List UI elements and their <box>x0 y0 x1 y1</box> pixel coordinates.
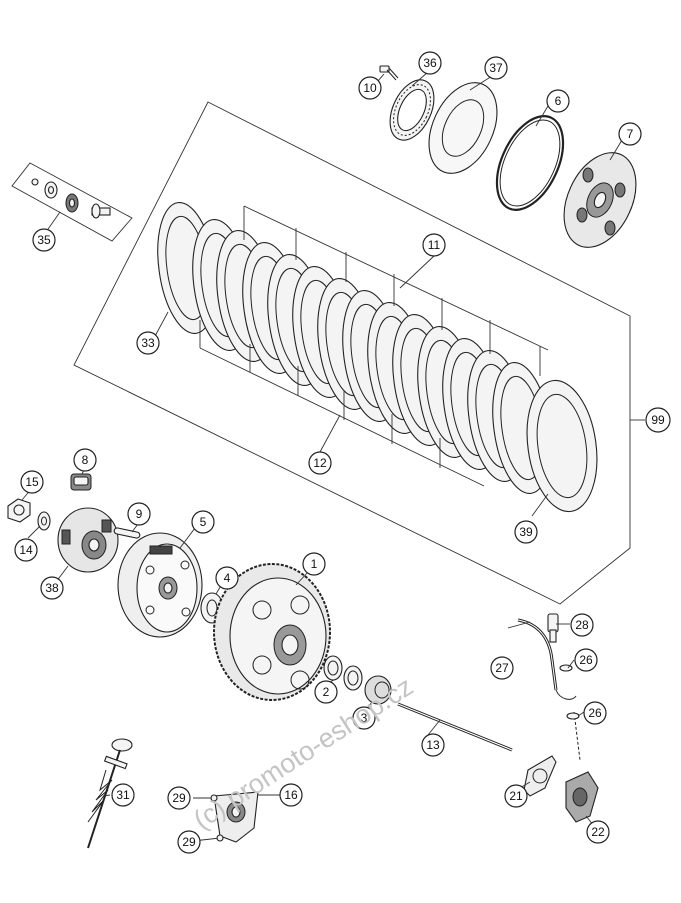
callout-4: 4 <box>215 566 239 590</box>
svg-text:39: 39 <box>519 525 533 539</box>
callout-9: 9 <box>127 502 151 526</box>
svg-text:26: 26 <box>579 653 593 667</box>
needle-bushing-2 <box>323 655 363 691</box>
svg-text:38: 38 <box>45 581 59 595</box>
clutch-hose-27 <box>517 613 581 761</box>
svg-text:37: 37 <box>489 61 503 75</box>
spring-bolt-31 <box>87 738 133 849</box>
svg-text:11: 11 <box>428 238 441 252</box>
pin-9 <box>113 527 141 539</box>
svg-text:29: 29 <box>182 835 196 849</box>
callout-28: 28 <box>570 613 594 637</box>
svg-text:35: 35 <box>37 233 51 247</box>
callout-10: 10 <box>358 76 382 100</box>
svg-text:14: 14 <box>19 543 33 557</box>
svg-text:2: 2 <box>323 685 330 699</box>
slave-cylinder-22 <box>565 771 599 823</box>
callout-37: 37 <box>484 56 508 80</box>
nut-15 <box>7 498 31 523</box>
svg-text:13: 13 <box>426 738 440 752</box>
callout-12: 12 <box>308 451 332 475</box>
svg-text:3: 3 <box>361 711 368 725</box>
svg-text:5: 5 <box>200 515 207 529</box>
callout-29a: 29 <box>167 786 191 810</box>
callout-27: 27 <box>490 656 514 680</box>
svg-text:21: 21 <box>509 789 523 803</box>
push-rod-13 <box>397 702 513 752</box>
svg-text:26: 26 <box>588 706 602 720</box>
callout-14: 14 <box>14 538 38 562</box>
svg-text:12: 12 <box>313 456 327 470</box>
clutch-basket-gear-1 <box>213 563 331 701</box>
svg-text:31: 31 <box>116 788 130 802</box>
svg-text:6: 6 <box>555 94 562 108</box>
svg-text:28: 28 <box>575 618 589 632</box>
callout-3: 3 <box>352 706 376 730</box>
lock-washer-14 <box>37 511 51 531</box>
svg-text:7: 7 <box>627 127 634 141</box>
pressure-washer-37 <box>428 82 498 174</box>
svg-text:22: 22 <box>591 825 605 839</box>
svg-text:10: 10 <box>363 81 377 95</box>
clutch-pack-frame <box>73 101 645 605</box>
callout-13: 13 <box>421 733 445 757</box>
clutch-hub-5 <box>117 532 203 638</box>
callout-2: 2 <box>314 680 338 704</box>
callout-6: 6 <box>546 89 570 113</box>
callout-38: 38 <box>40 576 64 600</box>
banjo-washer-26a <box>559 664 573 672</box>
release-lever-16 <box>192 791 280 843</box>
svg-text:33: 33 <box>141 336 155 350</box>
svg-text:27: 27 <box>495 661 509 675</box>
callout-11: 11 <box>422 233 446 257</box>
callout-26b: 26 <box>583 701 607 725</box>
svg-text:15: 15 <box>25 475 39 489</box>
banjo-washer-26b <box>566 712 580 720</box>
callout-33: 33 <box>136 331 160 355</box>
svg-text:29: 29 <box>172 791 186 805</box>
pressure-plate-7 <box>563 152 637 248</box>
callout-21: 21 <box>504 784 528 808</box>
callout-16: 16 <box>279 783 303 807</box>
thrust-bearing-36 <box>389 79 435 141</box>
callout-31: 31 <box>111 783 135 807</box>
small-parts-group-35 <box>11 162 133 242</box>
callout-15: 15 <box>20 470 44 494</box>
inner-clutch-hub-38 <box>57 507 119 573</box>
callout-29b: 29 <box>177 830 201 854</box>
callout-26a: 26 <box>574 648 598 672</box>
callout-99: 99 <box>645 407 671 433</box>
svg-text:36: 36 <box>423 56 437 70</box>
clutch-plates-stack <box>157 201 598 513</box>
callout-5: 5 <box>191 510 215 534</box>
damper-cap-8 <box>70 473 92 491</box>
gasket-21 <box>523 755 557 797</box>
sleeve-3 <box>364 675 392 705</box>
svg-text:1: 1 <box>311 557 318 571</box>
callout-7: 7 <box>618 122 642 146</box>
callout-8: 8 <box>73 448 97 472</box>
svg-text:16: 16 <box>284 788 298 802</box>
callout-36: 36 <box>418 51 442 75</box>
bolt-10 <box>379 65 399 81</box>
svg-text:4: 4 <box>224 571 231 585</box>
callout-39: 39 <box>514 520 538 544</box>
callout-22: 22 <box>586 820 610 844</box>
callout-1: 1 <box>302 552 326 576</box>
callout-35: 35 <box>32 228 56 252</box>
svg-text:9: 9 <box>136 507 143 521</box>
svg-text:8: 8 <box>82 453 89 467</box>
svg-text:99: 99 <box>651 413 665 427</box>
diaphragm-spring-6 <box>495 115 565 211</box>
